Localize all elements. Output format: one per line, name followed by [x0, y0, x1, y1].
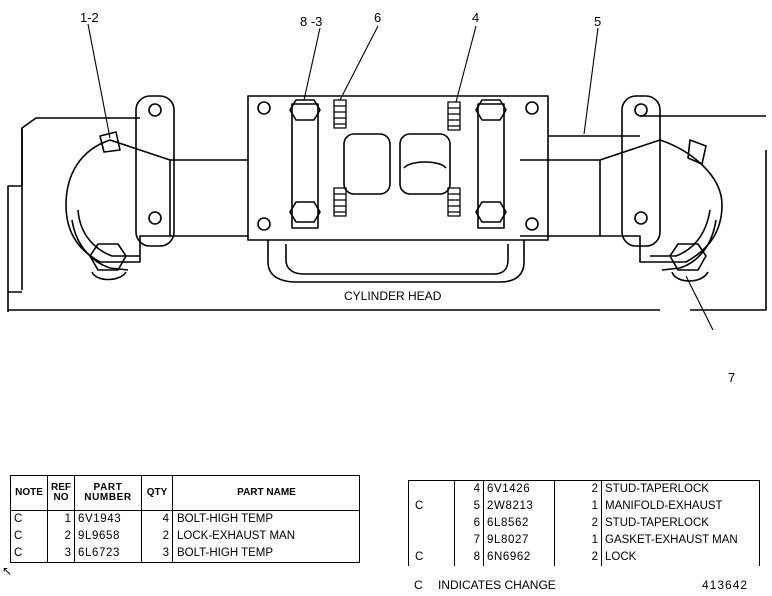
- port-right: [399, 133, 451, 195]
- bolt-head: [289, 201, 321, 223]
- row-part-name: GASKET-EXHAUST MAN: [605, 533, 738, 546]
- right-flange-strap: [621, 95, 661, 247]
- callout-7: 7: [728, 370, 736, 385]
- row-qty: 4: [141, 510, 173, 528]
- callout-8-3: 8 -3: [300, 14, 322, 29]
- row-part-number: 9L8027: [483, 532, 555, 549]
- row-qty: 2: [554, 515, 602, 532]
- row-part-number: 6V1943: [74, 510, 142, 528]
- header-qty: QTY: [141, 475, 173, 511]
- row-qty: 3: [141, 545, 173, 563]
- table-row: 6 6L8562 2 STUD-TAPERLOCK: [408, 515, 760, 532]
- row-qty: 1: [554, 532, 602, 549]
- lock-strap-right: [477, 103, 505, 229]
- row-note: C: [408, 549, 455, 566]
- row-part-number: 6N6962: [483, 549, 555, 566]
- exhaust-manifold-diagram: 1-2 8 -3 6 4 5 CYLINDER HEAD: [7, 10, 767, 330]
- bolt-head: [475, 201, 507, 223]
- table-row: C 3 6L6723 3 BOLT-HIGH TEMP: [10, 545, 360, 563]
- leader-lines: [87, 23, 714, 330]
- row-note: C: [408, 498, 455, 515]
- manifold-body: [170, 135, 640, 237]
- header-ref-line1: REF: [51, 481, 71, 493]
- row-note: [408, 532, 455, 549]
- header-ref-line2: NO: [53, 492, 69, 503]
- lock-tab: [99, 131, 121, 153]
- center-flange-plate: [247, 95, 549, 241]
- change-legend: C INDICATES CHANGE: [414, 578, 556, 592]
- row-note: C: [10, 545, 48, 563]
- row-part-name: STUD-TAPERLOCK: [605, 482, 709, 495]
- row-ref: 2: [47, 528, 75, 545]
- row-qty: 2: [554, 549, 602, 566]
- row-part-name: BOLT-HIGH TEMP: [177, 546, 274, 559]
- row-note: [408, 480, 455, 498]
- callout-5: 5: [594, 14, 601, 29]
- stud-group: [333, 99, 461, 217]
- row-part-number: 6L6723: [74, 545, 142, 563]
- row-part-number: 6L8562: [483, 515, 555, 532]
- bolt-head: [475, 99, 507, 121]
- row-part-name: BOLT-HIGH TEMP: [177, 512, 274, 525]
- header-part-number: PART NUMBER: [74, 475, 142, 511]
- bolt-head: [669, 243, 707, 271]
- row-note: [408, 515, 455, 532]
- figure-number: 413642: [702, 578, 749, 592]
- row-part-name: STUD-TAPERLOCK: [605, 516, 709, 529]
- table-row: C 2 9L9658 2 LOCK-EXHAUST MAN: [10, 528, 360, 545]
- row-ref: 7: [454, 532, 484, 549]
- row-ref: 1: [47, 510, 75, 528]
- cylinder-head-label: CYLINDER HEAD: [344, 289, 442, 303]
- header-ref-no: REF NO: [47, 475, 75, 511]
- callout-6: 6: [374, 10, 381, 25]
- row-note: C: [10, 510, 48, 528]
- callout-1-2: 1-2: [80, 10, 99, 25]
- parts-table-right: 4 6V1426 2 STUD-TAPERLOCK C 5 2W8213 1 M…: [408, 480, 760, 566]
- row-ref: 5: [454, 498, 484, 515]
- left-flange-strap: [135, 95, 175, 247]
- row-ref: 6: [454, 515, 484, 532]
- row-ref: 8: [454, 549, 484, 566]
- manifold-left-elbow: [65, 139, 171, 263]
- lock-tab: [687, 139, 707, 165]
- row-part-number: 9L9658: [74, 528, 142, 545]
- row-qty: 2: [554, 480, 602, 498]
- corner-arrow-icon: ↖: [2, 564, 13, 578]
- port-left: [343, 133, 391, 195]
- row-qty: 1: [554, 498, 602, 515]
- row-ref: 4: [454, 480, 484, 498]
- row-qty: 2: [141, 528, 173, 545]
- row-ref: 3: [47, 545, 75, 563]
- header-note: NOTE: [10, 475, 48, 511]
- header-part-line1: PART: [93, 481, 123, 493]
- callout-4: 4: [472, 10, 479, 25]
- table-row: C 1 6V1943 4 BOLT-HIGH TEMP: [10, 510, 360, 528]
- legend-code: C: [414, 578, 423, 592]
- row-part-number: 2W8213: [483, 498, 555, 515]
- manifold-right-elbow: [599, 139, 723, 263]
- lock-strap-left: [291, 103, 319, 229]
- table-row: C 5 2W8213 1 MANIFOLD-EXHAUST: [408, 498, 760, 515]
- header-part-name: PART NAME: [172, 475, 360, 511]
- row-part-number: 6V1426: [483, 480, 555, 498]
- bolt-head: [89, 243, 127, 271]
- table-row: 7 9L8027 1 GASKET-EXHAUST MAN: [408, 532, 760, 549]
- parts-table-left: NOTE REF NO PART NUMBER QTY PART NAME C …: [10, 475, 360, 563]
- row-part-name: LOCK-EXHAUST MAN: [177, 529, 296, 542]
- bolt-head: [289, 99, 321, 121]
- header-part-line2: NUMBER: [84, 492, 132, 503]
- row-part-name: MANIFOLD-EXHAUST: [605, 499, 723, 512]
- parts-table-header: NOTE REF NO PART NUMBER QTY PART NAME: [10, 475, 360, 511]
- table-row: C 8 6N6962 2 LOCK: [408, 549, 760, 566]
- row-note: C: [10, 528, 48, 545]
- cylinder-head-lower-edge: [8, 128, 23, 293]
- row-part-name: LOCK: [605, 550, 637, 563]
- legend-text: INDICATES CHANGE: [438, 578, 556, 592]
- table-row: 4 6V1426 2 STUD-TAPERLOCK: [408, 480, 760, 498]
